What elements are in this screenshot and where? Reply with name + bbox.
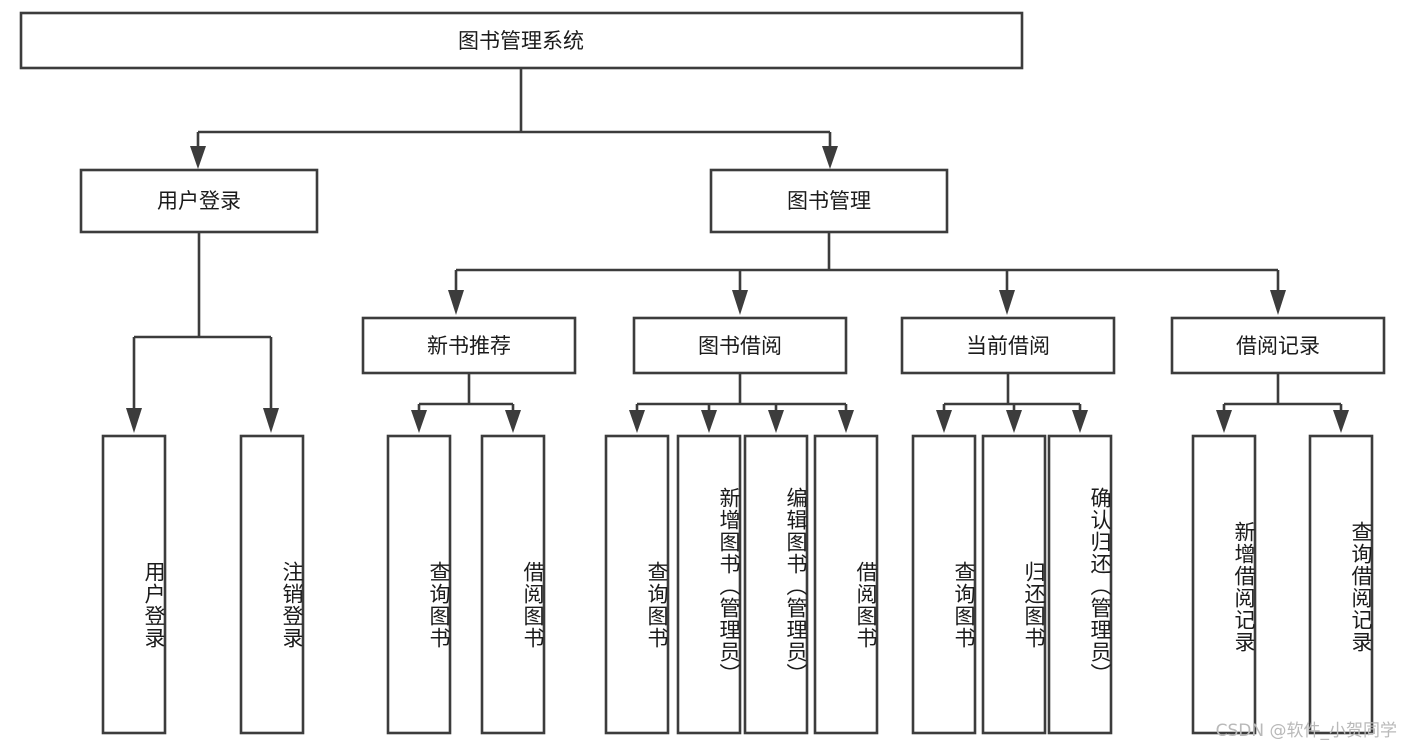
leaf-box-br-1[interactable] (1191, 434, 1257, 735)
arrow-head-br-leaf-2 (1333, 410, 1349, 433)
node-borrow-record-label: 借阅记录 (1236, 334, 1320, 358)
leaf-box-bb-1[interactable] (604, 434, 670, 735)
node-borrow-record[interactable]: 借阅记录 (1170, 316, 1386, 375)
node-root-box[interactable] (19, 11, 1024, 70)
arrow-head-bb-leaf-4 (838, 410, 854, 433)
connector-book-borrow-to-leaves (629, 373, 854, 433)
leaf-box-nbr-1[interactable] (386, 434, 452, 735)
arrow-head-to-current-borrow (999, 290, 1015, 315)
connector-borrow-record-to-leaves (1216, 373, 1349, 433)
arrow-head-cb-leaf-3 (1072, 410, 1088, 433)
node-new-book-recommend-box[interactable] (361, 316, 577, 375)
node-current-borrow-box[interactable] (900, 316, 1116, 375)
node-current-borrow-label: 当前借阅 (966, 334, 1050, 358)
leaf-box-nbr-2[interactable] (480, 434, 546, 735)
arrow-head-br-leaf-1 (1216, 410, 1232, 433)
connector-book-manage-to-level3 (448, 232, 1286, 315)
node-root[interactable]: 图书管理系统 (19, 11, 1024, 70)
leaf-box-cb-3[interactable] (1047, 434, 1113, 735)
arrow-head-user-login-leaf-2 (263, 408, 279, 433)
leaf-box-user-login-1[interactable] (101, 434, 167, 735)
leaf-box-bb-4[interactable] (813, 434, 879, 735)
node-root-label: 图书管理系统 (458, 29, 584, 53)
node-book-borrow-label: 图书借阅 (698, 334, 782, 358)
node-current-borrow[interactable]: 当前借阅 (900, 316, 1116, 375)
node-new-book-recommend[interactable]: 新书推荐 (361, 316, 577, 375)
node-book-borrow-box[interactable] (632, 316, 848, 375)
node-borrow-record-box[interactable] (1170, 316, 1386, 375)
leaf-box-bb-3[interactable] (743, 434, 809, 735)
arrow-head-bb-leaf-2 (701, 410, 717, 433)
arrow-head-cb-leaf-1 (936, 410, 952, 433)
arrow-head-nbr-leaf-1 (411, 410, 427, 433)
node-book-manage-label: 图书管理 (787, 189, 871, 213)
leaf-box-user-login-2[interactable] (239, 434, 305, 735)
node-book-borrow[interactable]: 图书借阅 (632, 316, 848, 375)
arrow-head-bb-leaf-3 (768, 410, 784, 433)
node-user-login-label: 用户登录 (157, 189, 241, 213)
arrow-head-root-to-book-manage (822, 146, 838, 169)
leaf-box-bb-2[interactable] (676, 434, 742, 735)
node-book-manage-box[interactable] (709, 168, 949, 234)
node-user-login[interactable]: 用户登录 (79, 168, 319, 234)
connector-current-borrow-to-leaves (936, 373, 1088, 433)
arrow-head-to-new-book-recommend (448, 290, 464, 315)
arrow-head-user-login-leaf-1 (126, 408, 142, 433)
connector-new-book-recommend-to-leaves (411, 373, 521, 433)
leaf-box-cb-2[interactable] (981, 434, 1047, 735)
connector-user-login-to-leaves (126, 232, 279, 433)
node-new-book-recommend-label: 新书推荐 (427, 334, 511, 358)
leaf-box-cb-1[interactable] (911, 434, 977, 735)
arrow-head-cb-leaf-2 (1006, 410, 1022, 433)
arrow-head-to-book-borrow (732, 290, 748, 315)
connector-root-to-level2 (190, 68, 838, 169)
node-book-manage[interactable]: 图书管理 (709, 168, 949, 234)
arrow-head-nbr-leaf-2 (505, 410, 521, 433)
arrow-head-bb-leaf-1 (629, 410, 645, 433)
leaf-box-br-2[interactable] (1308, 434, 1374, 735)
arrow-head-to-borrow-record (1270, 290, 1286, 315)
arrow-head-root-to-user-login (190, 146, 206, 169)
